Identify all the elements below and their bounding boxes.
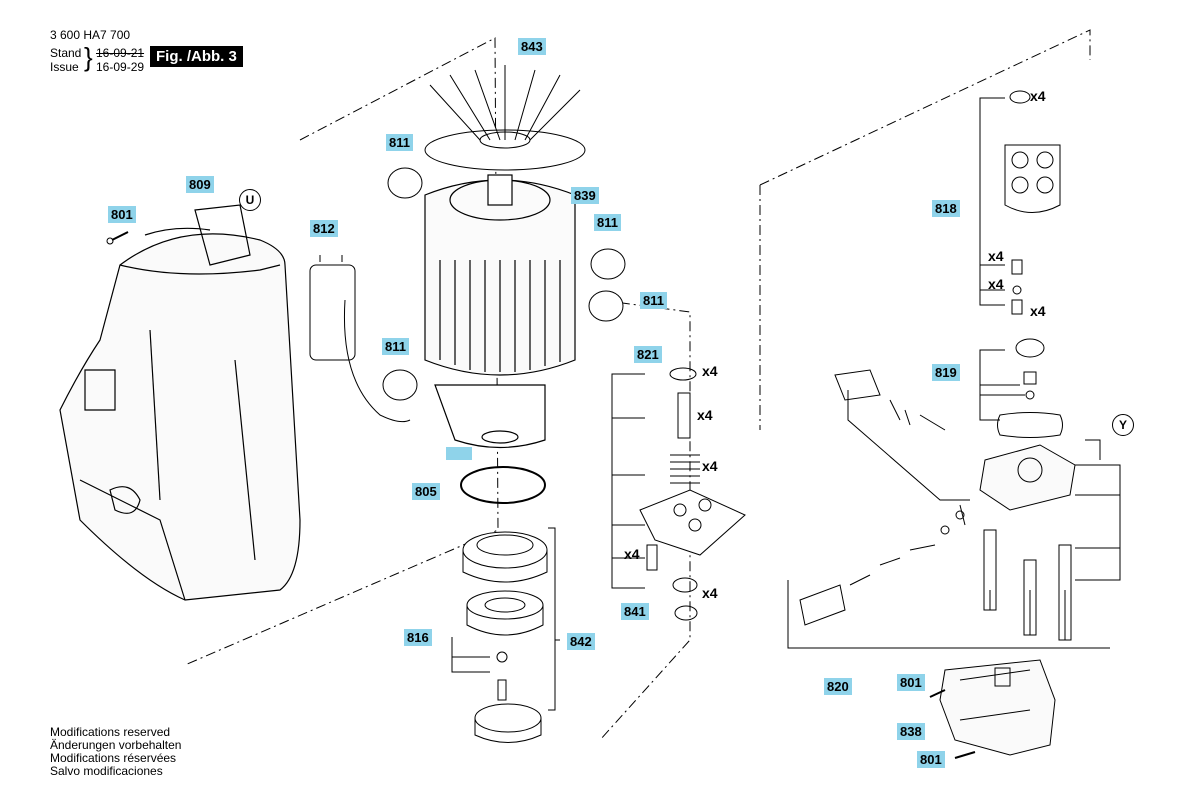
quantity-label: x4	[697, 407, 713, 423]
callout-841: 841	[621, 603, 649, 620]
issue-date: 16-09-29	[96, 60, 145, 74]
footer-line: Modifications reserved	[50, 725, 171, 739]
motor-part	[424, 174, 576, 449]
rubber-mount-parts	[382, 167, 626, 401]
quantity-label: x4	[1030, 303, 1046, 319]
callout-801: 801	[897, 674, 925, 691]
callout-811: 811	[594, 214, 621, 231]
quantity-label: x4	[1030, 88, 1046, 104]
quantity-label: x4	[702, 458, 718, 474]
callout-838: 838	[897, 723, 925, 740]
brace-glyph: }	[84, 42, 93, 72]
callout-818: 818	[932, 200, 960, 217]
capacitor-part	[309, 255, 411, 423]
marker-y: Y	[1112, 414, 1134, 436]
callout-839: 839	[571, 187, 599, 204]
quantity-label: x4	[988, 276, 1004, 292]
modifications-note: Modifications reserved Änderungen vorbeh…	[50, 726, 181, 778]
footer-line: Modifications réservées	[50, 751, 177, 765]
callout-811: 811	[640, 292, 667, 309]
footer-line: Salvo modificaciones	[50, 764, 163, 778]
valve-part	[1004, 90, 1061, 315]
figure-tag: Fig. /Abb. 3	[150, 46, 243, 67]
issue-label: Issue	[50, 60, 79, 74]
callout-843: 843	[518, 38, 546, 55]
callout-811: 811	[382, 338, 409, 355]
callout-blank	[446, 447, 472, 460]
bearing-parts	[462, 531, 548, 743]
check-valve-parts	[997, 338, 1063, 438]
stand-date: 16-09-21	[96, 46, 145, 60]
motor-group-boundary	[184, 29, 1091, 741]
quantity-label: x4	[702, 363, 718, 379]
callout-801: 801	[917, 751, 945, 768]
o-ring-part	[460, 466, 546, 504]
callout-816: 816	[404, 629, 432, 646]
housing-part	[59, 204, 301, 601]
callout-821: 821	[634, 346, 662, 363]
pump-body-part	[799, 369, 1101, 641]
callout-811: 811	[386, 134, 413, 151]
callout-801: 801	[108, 206, 136, 223]
footer-line: Änderungen vorbehalten	[50, 738, 182, 752]
quantity-label: x4	[624, 546, 640, 562]
callout-819: 819	[932, 364, 960, 381]
callout-842: 842	[567, 633, 595, 650]
pump-head-parts	[639, 367, 746, 621]
callout-812: 812	[310, 220, 338, 237]
callout-805: 805	[412, 483, 440, 500]
bracket-part	[939, 659, 1056, 756]
callout-820: 820	[824, 678, 852, 695]
callout-809: 809	[186, 176, 214, 193]
quantity-label: x4	[702, 585, 718, 601]
marker-u: U	[239, 189, 261, 211]
stand-label: Stand	[50, 46, 82, 60]
fan-part	[424, 65, 586, 171]
quantity-label: x4	[988, 248, 1004, 264]
document-number: 3 600 HA7 700	[50, 28, 131, 42]
